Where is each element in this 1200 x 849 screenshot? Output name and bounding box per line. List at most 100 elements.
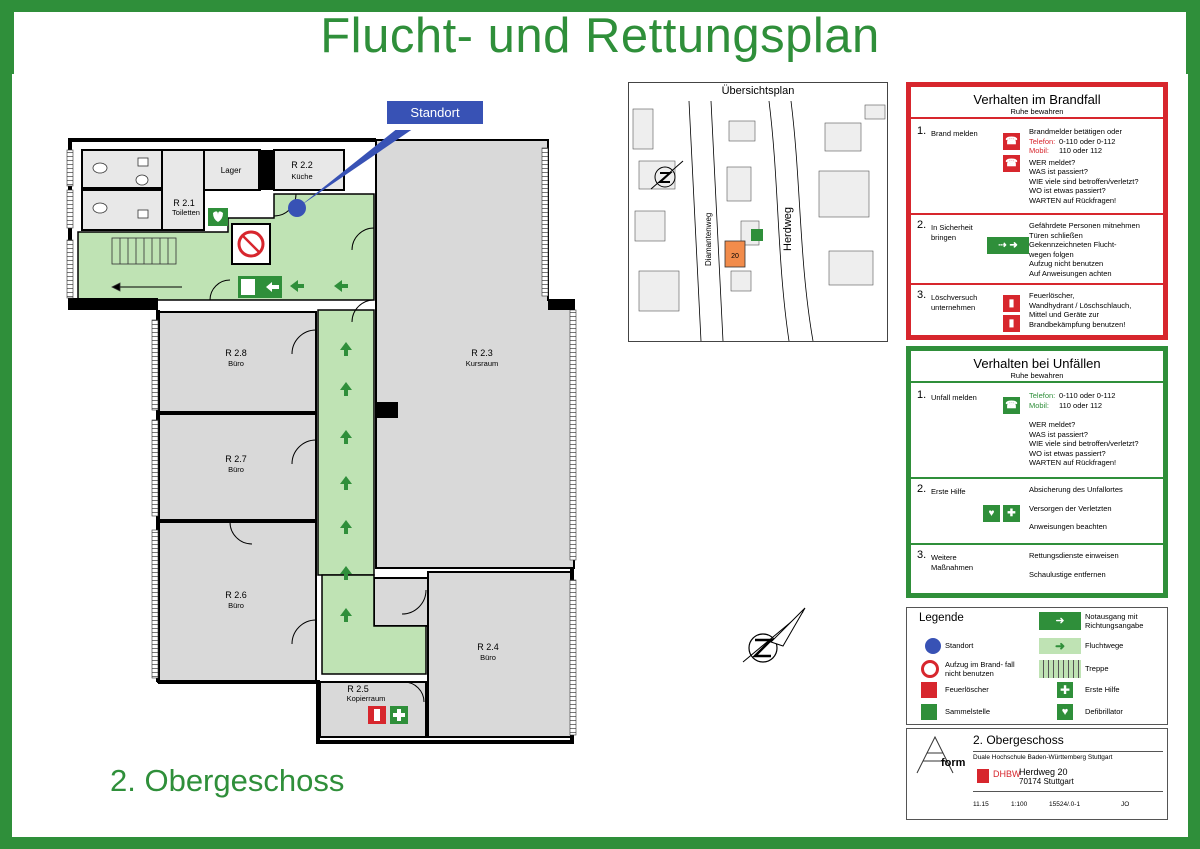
legend-defibrillator: Defibrillator	[1085, 707, 1123, 716]
hydrant-icon: ▮	[1003, 315, 1020, 332]
fire-s1-q5: WARTEN auf Rückfragen!	[1029, 195, 1117, 205]
accident-s3-num: 3.	[917, 549, 927, 561]
accident-s1-q2: WAS ist passiert?	[1029, 429, 1088, 439]
fire-s3-line3: Mittel und Geräte zur	[1029, 310, 1100, 319]
exit-sign-icon: ⇢ ➜	[987, 237, 1029, 254]
fire-s1-num: 1.	[917, 125, 927, 137]
fire-s1-q4: WO ist etwas passiert?	[1029, 186, 1106, 195]
stamp-date: 11.15	[973, 801, 989, 808]
defib-sign	[208, 208, 228, 226]
emergency-phone-icon: ☎	[1003, 397, 1020, 414]
fire-s1-mob: 110 oder 112	[1059, 146, 1103, 155]
accident-s1-q3: WIE viele sind betroffen/verletzt?	[1029, 439, 1139, 448]
fire-alarm-icon: ☎	[1003, 133, 1020, 150]
accident-s1-mob: 110 oder 112	[1059, 400, 1103, 410]
fire-s2-label: In Sicherheit bringen	[931, 223, 973, 242]
label-r22-name: Küche	[291, 172, 312, 181]
first-aid-legend-icon: ✚	[1057, 682, 1073, 698]
fire-title: Verhalten im Brandfall	[973, 92, 1101, 107]
fire-s1-mob-label: Mobil:	[1029, 146, 1050, 155]
fire-s2-num: 2.	[917, 219, 927, 231]
accident-subtitle: Ruhe bewahren	[1010, 371, 1064, 380]
floor-plan: Lager R 2.2 Küche R 2.1 Toiletten R 2.8 …	[66, 130, 577, 744]
sanitary	[92, 157, 149, 219]
label-r28-name: Büro	[228, 359, 244, 368]
fire-s2-line3: Gekennzeichneten Flucht-	[1029, 240, 1117, 249]
accident-instructions: Verhalten bei Unfällen Ruhe bewahren 1. …	[906, 346, 1168, 598]
fire-s1-q1: WER meldet?	[1029, 157, 1076, 167]
legend-aufzug: Aufzug im Brand- fall nicht benutzen	[945, 660, 1015, 678]
accident-s1-mob-label: Mobil:	[1029, 400, 1050, 410]
stairs-icon	[1039, 660, 1081, 678]
accident-s1-tel-label: Telefon:	[1029, 391, 1056, 400]
standort-symbol-icon	[925, 638, 941, 654]
legend-erste-hilfe: Erste Hilfe	[1085, 685, 1120, 694]
label-r27-id: R 2.7	[225, 454, 247, 464]
legend-standort: Standort	[945, 641, 974, 650]
stamp-addr1: Herdweg 20	[1019, 767, 1068, 777]
accident-s3-line2: Schaulustige entfernen	[1029, 569, 1106, 579]
room-r28	[157, 311, 317, 413]
company-logo	[916, 735, 954, 774]
accident-s3-line1: Rettungsdienste einweisen	[1029, 551, 1119, 560]
title-bar	[0, 0, 1200, 74]
fire-s1-tel: 0-110 oder 0-112	[1059, 136, 1116, 146]
fire-divider-2	[911, 283, 1163, 285]
accident-s1-q5: WARTEN auf Rückfragen!	[1029, 458, 1117, 467]
stamp-floor: 2. Obergeschoss	[973, 733, 1064, 747]
accident-divider-top	[911, 381, 1163, 383]
label-r24-id: R 2.4	[477, 642, 499, 652]
label-r21-id: R 2.1	[173, 198, 195, 208]
fire-s3-line2: Wandhydrant / Löschschlauch,	[1029, 300, 1132, 310]
room-r24	[427, 571, 573, 738]
no-elevator-icon	[921, 660, 939, 678]
label-r23-id: R 2.3	[471, 348, 493, 358]
accident-title: Verhalten bei Unfällen	[973, 356, 1101, 371]
fire-s3-num: 3.	[917, 289, 927, 301]
fire-s3-label: Löschversuch unternehmen	[931, 293, 978, 312]
overview-meeting-point	[751, 229, 763, 241]
accident-s2-line1: Absicherung des Unfallortes	[1029, 485, 1123, 494]
fire-s1-line1: Brandmelder betätigen oder	[1029, 127, 1122, 136]
assembly-point-icon	[921, 704, 937, 720]
stamp-initials: JO	[1121, 801, 1130, 808]
escape-corridor-bottom	[321, 574, 427, 675]
label-r23-name: Kursraum	[466, 359, 499, 368]
elevator	[231, 223, 271, 265]
label-r24-name: Büro	[480, 653, 496, 662]
overview-building	[724, 240, 746, 268]
stamp-client: Duale Hochschule Baden-Württemberg Stutt…	[973, 751, 1163, 761]
room-labels: Lager R 2.2 Küche R 2.1 Toiletten R 2.8 …	[172, 160, 499, 703]
fire-s2-line5: Aufzug nicht benutzen	[1029, 259, 1104, 268]
accident-s2-line3: Anweisungen beachten	[1029, 522, 1107, 531]
fire-s1-label: Brand melden	[931, 129, 978, 138]
accident-s1-num: 1.	[917, 389, 927, 401]
fire-s1-tel-label: Telefon:	[1029, 136, 1056, 146]
label-r26-name: Büro	[228, 601, 244, 610]
fire-s2-line2: Türen schließen	[1029, 230, 1083, 240]
extinguisher-icon: ▮	[1003, 295, 1020, 312]
stamp-addr2: 70174 Stuttgart	[1019, 777, 1074, 786]
overview-street1: Diamantenweg	[704, 213, 713, 266]
exit-sign	[238, 276, 282, 298]
fire-s3-line1: Feuerlöscher,	[1029, 291, 1075, 300]
doors	[209, 193, 427, 703]
accident-s2-label: Erste Hilfe	[931, 487, 966, 496]
room-r21	[161, 149, 205, 231]
accident-s1-tel: 0-110 oder 0-112	[1059, 391, 1116, 400]
overview-map-drawing: 20 Diamantenweg Herdweg	[629, 101, 887, 341]
room-storage	[373, 577, 429, 627]
legend: Legende Standort Aufzug im Brand- fall n…	[906, 607, 1168, 725]
label-r22-id: R 2.2	[291, 160, 313, 170]
defibrillator-icon: ♥	[983, 505, 1000, 522]
exit-direction-icon: ➜	[1039, 612, 1081, 630]
accident-s3-label: Weitere Maßnahmen	[931, 553, 974, 572]
label-r21-name: Toiletten	[172, 208, 200, 217]
stamp-number: 15524/.0-1	[1049, 801, 1081, 808]
extinguisher-firstaid-signs	[368, 706, 408, 724]
label-r28-id: R 2.8	[225, 348, 247, 358]
fire-s1-q3: WIE viele sind betroffen/verletzt?	[1029, 176, 1139, 186]
label-r26-id: R 2.6	[225, 590, 247, 600]
